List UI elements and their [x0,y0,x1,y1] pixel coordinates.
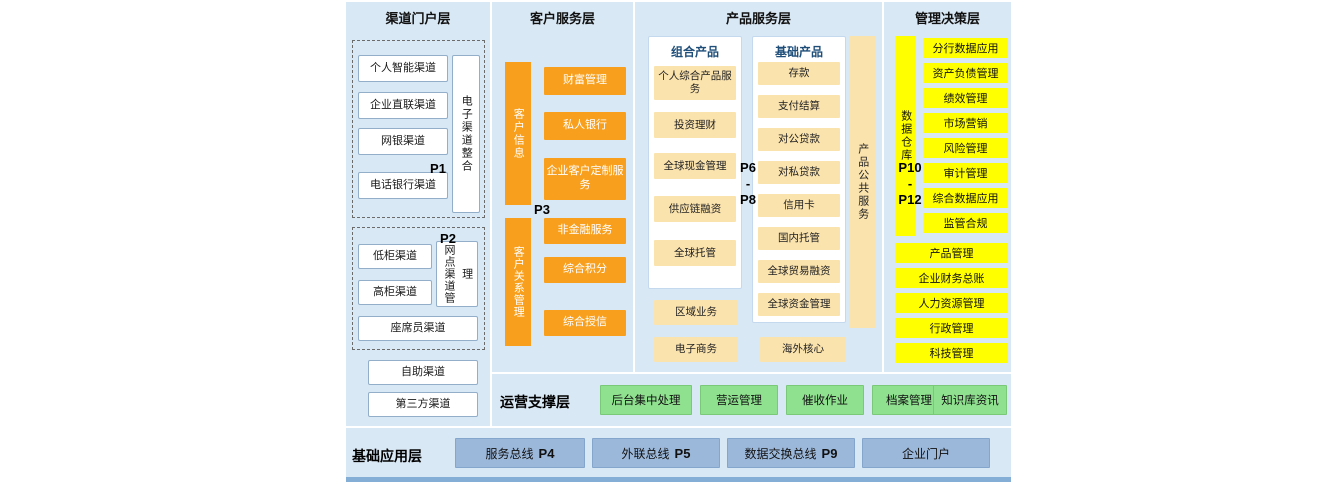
personal-comprehensive-box: 个人综合产品服务 [654,66,736,100]
risk-mgmt-box: 风险管理 [923,138,1008,158]
data-warehouse-vertical-bar: 数据仓库 [895,36,916,236]
p9-label: P9 [821,445,838,461]
management-layer-title: 管理决策层 [914,11,980,26]
crm-vertical-bar: 客户关系管理 [505,218,531,346]
phone-bank-channel-box: 电话银行渠道 [358,172,448,199]
admin-mgmt-box: 行政管理 [895,318,1008,338]
tech-mgmt-box: 科技管理 [895,343,1008,363]
self-service-channel-box: 自助渠道 [368,360,478,385]
p6-p8-dash: - [745,176,751,191]
global-trade-finance-box: 全球贸易融资 [758,260,840,283]
branch-data-app-box: 分行数据应用 [923,38,1008,58]
enterprise-direct-channel-box: 企业直联渠道 [358,92,448,119]
p3-label: P3 [534,202,550,217]
branch-channel-mgmt-vertical-box: 网点渠道管理 [436,241,478,307]
personal-loan-box: 对私贷款 [758,161,840,184]
basic-product-title: 基础产品 [774,45,823,59]
p10-p12-dash: - [907,176,913,191]
backoffice-processing-box: 后台集中处理 [600,385,692,415]
high-counter-channel-box: 高柜渠道 [358,280,432,305]
p4-label: P4 [538,445,555,461]
bottom-border-strip [346,477,1011,482]
alm-box: 资产负债管理 [923,63,1008,83]
domestic-custody-box: 国内托管 [758,227,840,250]
overseas-core-box: 海外核心 [760,337,846,362]
ebank-channel-box: 网银渠道 [358,128,448,155]
enterprise-custom-service-box: 企业客户定制服务 [544,158,626,200]
p12-label: P12 [898,192,922,207]
payment-settlement-box: 支付结算 [758,95,840,118]
global-cash-mgmt-box: 全球现金管理 [654,153,736,179]
regional-business-box: 区域业务 [654,300,738,325]
p1-label: P1 [430,161,446,176]
data-exchange-bus-box: 数据交换总线 P9 [727,438,855,468]
investment-box: 投资理财 [654,112,736,138]
third-party-channel-box: 第三方渠道 [368,392,478,417]
p10-label: P10 [898,160,922,175]
non-financial-service-box: 非金融服务 [544,218,626,244]
knowledge-base-box: 知识库资讯 [933,385,1007,415]
general-ledger-box: 企业财务总账 [895,268,1008,288]
credit-line-box: 综合授信 [544,310,626,336]
p2-label: P2 [440,231,456,246]
base-layer-title: 基础应用层 [352,448,422,464]
combo-product-title: 组合产品 [670,45,719,59]
channel-layer-title: 渠道门户层 [385,11,451,26]
p6-label: P6 [740,160,756,175]
personal-smart-channel-box: 个人智能渠道 [358,55,448,82]
ecommerce-box: 电子商务 [654,337,738,362]
echannel-integration-vertical-box: 电子渠道整合 [452,55,480,213]
enterprise-portal-box: 企业门户 [862,438,990,468]
private-bank-box: 私人银行 [544,112,626,140]
customer-info-vertical-bar: 客户信息 [505,62,531,205]
service-bus-label: 服务总线 [485,446,534,461]
low-counter-channel-box: 低柜渠道 [358,244,432,269]
customer-layer-title: 客户服务层 [529,11,595,26]
points-box: 综合积分 [544,257,626,283]
comprehensive-data-app-box: 综合数据应用 [923,188,1008,208]
operations-mgmt-box: 营运管理 [700,385,778,415]
enterprise-portal-label: 企业门户 [901,446,950,461]
p1-channel-group [352,40,485,218]
p2-channel-group [352,227,485,350]
wealth-mgmt-box: 财富管理 [544,67,626,95]
external-bus-box: 外联总线 P5 [592,438,720,468]
p5-label: P5 [674,445,691,461]
performance-mgmt-box: 绩效管理 [923,88,1008,108]
corporate-loan-box: 对公贷款 [758,128,840,151]
global-fund-mgmt-box: 全球资金管理 [758,293,840,316]
service-bus-box: 服务总线 P4 [455,438,585,468]
supply-chain-finance-box: 供应链融资 [654,196,736,222]
external-bus-label: 外联总线 [621,446,670,461]
collection-ops-box: 催收作业 [786,385,864,415]
marketing-box: 市场营销 [923,113,1008,133]
global-custody-box: 全球托管 [654,240,736,266]
credit-card-box: 信用卡 [758,194,840,217]
regulatory-compliance-box: 监管合规 [923,213,1008,233]
data-exchange-bus-label: 数据交换总线 [744,446,817,461]
agent-channel-box: 座席员渠道 [358,316,478,341]
product-mgmt-box: 产品管理 [895,243,1008,263]
product-layer-title: 产品服务层 [725,11,791,26]
operation-layer-title: 运营支撑层 [500,394,570,410]
p8-label: P8 [740,192,756,207]
hr-mgmt-box: 人力资源管理 [895,293,1008,313]
deposit-box: 存款 [758,62,840,85]
audit-mgmt-box: 审计管理 [923,163,1008,183]
product-public-service-vertical-bar: 产品公共服务 [849,36,876,328]
